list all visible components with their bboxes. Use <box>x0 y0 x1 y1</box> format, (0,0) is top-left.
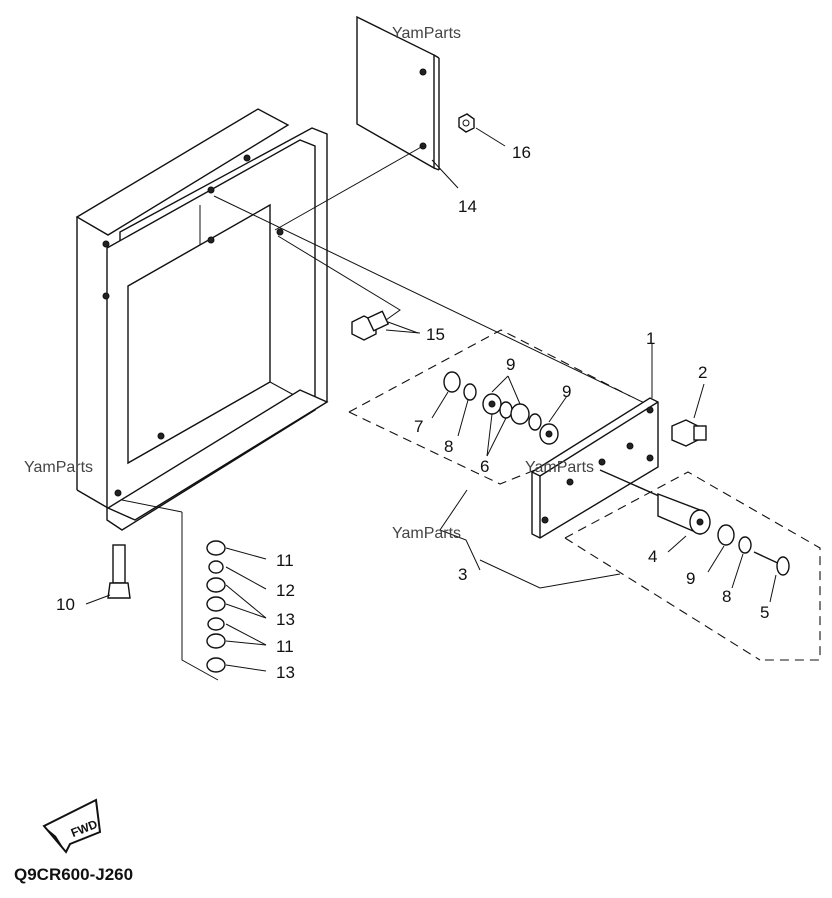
hardware-stack-upper <box>431 371 568 457</box>
hardware-stack-11-13 <box>206 540 267 673</box>
callout-8-lower: 8 <box>722 587 731 606</box>
watermark-center: YamParts <box>525 459 594 476</box>
callout-8-upper: 8 <box>444 437 453 456</box>
part-14-cover-plate <box>274 15 440 231</box>
callout-4: 4 <box>648 547 657 566</box>
callout-14: 14 <box>458 197 477 216</box>
callout-9-lower: 9 <box>686 569 695 588</box>
callout-1: 1 <box>646 329 655 348</box>
callout-15: 15 <box>426 325 445 344</box>
part-2-bolt <box>671 383 707 447</box>
callout-3: 3 <box>458 565 467 584</box>
callout-7: 7 <box>414 417 423 436</box>
callout-2: 2 <box>698 363 707 382</box>
callout-9-upper-right: 9 <box>562 382 571 401</box>
part-15-bolt <box>277 235 419 341</box>
watermark-top: YamParts <box>392 25 461 42</box>
part-16-nut <box>458 113 506 147</box>
callout-5: 5 <box>760 603 769 622</box>
callout-16: 16 <box>512 143 531 162</box>
fwd-arrow-icon: FWD <box>42 798 102 854</box>
callout-11-upper: 11 <box>276 551 294 570</box>
callout-6: 6 <box>480 457 489 476</box>
hardware-stack-lower <box>599 469 790 603</box>
callout-10: 10 <box>56 595 75 614</box>
part-3-assembly-outline <box>348 329 821 661</box>
callout-9-upper-left: 9 <box>506 355 515 374</box>
watermark-left: YamParts <box>24 459 93 476</box>
callout-13-upper: 13 <box>276 610 295 629</box>
part-1-bracket <box>531 397 659 539</box>
housing-box <box>75 108 329 531</box>
watermark-bottom: YamParts <box>392 525 461 542</box>
callout-13-lower: 13 <box>276 663 295 682</box>
part-10-bolt <box>85 544 131 605</box>
callout-12: 12 <box>276 581 295 600</box>
diagram-code: Q9CR600-J260 <box>14 865 133 884</box>
callout-11-lower: 11 <box>276 637 294 656</box>
